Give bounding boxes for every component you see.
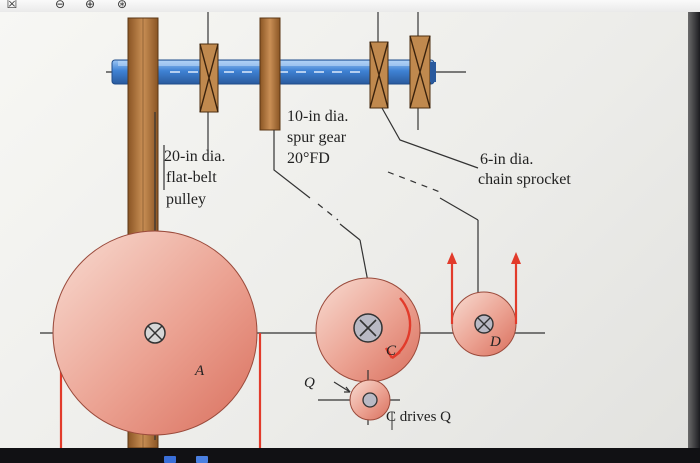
gear-label-line1: 10-in dia. xyxy=(287,108,349,125)
gear-label-line3: 20°FD xyxy=(287,150,330,167)
bearings xyxy=(199,35,436,113)
label-A: A xyxy=(195,363,205,379)
pulley-A xyxy=(52,230,258,436)
window-edge xyxy=(688,12,700,448)
mechanism-drawing xyxy=(40,12,545,448)
pulley-label-line1: 20-in dia. xyxy=(164,148,226,165)
back-icon[interactable]: ⊛ xyxy=(116,0,128,11)
label-C: C xyxy=(386,343,397,359)
taskbar-app-icon-2[interactable] xyxy=(196,456,208,463)
gear-Q xyxy=(318,370,400,430)
taskbar-app-icon[interactable] xyxy=(164,456,176,463)
drives-label: C drives Q xyxy=(386,409,451,425)
chain-arrows xyxy=(447,252,521,324)
gear-label-line2: spur gear xyxy=(287,129,347,146)
sprocket-label-line2: chain sprocket xyxy=(478,171,571,188)
close-box-icon[interactable]: ☒ xyxy=(6,0,18,11)
pulley-label-line3: pulley xyxy=(166,191,206,208)
gear-plate xyxy=(259,17,281,131)
zoom-out-icon[interactable]: ⊖ xyxy=(54,0,66,11)
zoom-in-icon[interactable]: ⊕ xyxy=(84,0,96,11)
diagram-sheet: 20-in dia. flat-belt pulley 10-in dia. s… xyxy=(0,12,688,448)
label-Q: Q xyxy=(304,375,315,391)
sprocket-D xyxy=(451,291,517,357)
taskbar xyxy=(0,448,700,463)
sprocket-label-line1: 6-in dia. xyxy=(480,151,534,168)
gear-C xyxy=(315,277,421,383)
pulley-label-line2: flat-belt xyxy=(166,169,217,186)
label-D: D xyxy=(490,334,501,350)
